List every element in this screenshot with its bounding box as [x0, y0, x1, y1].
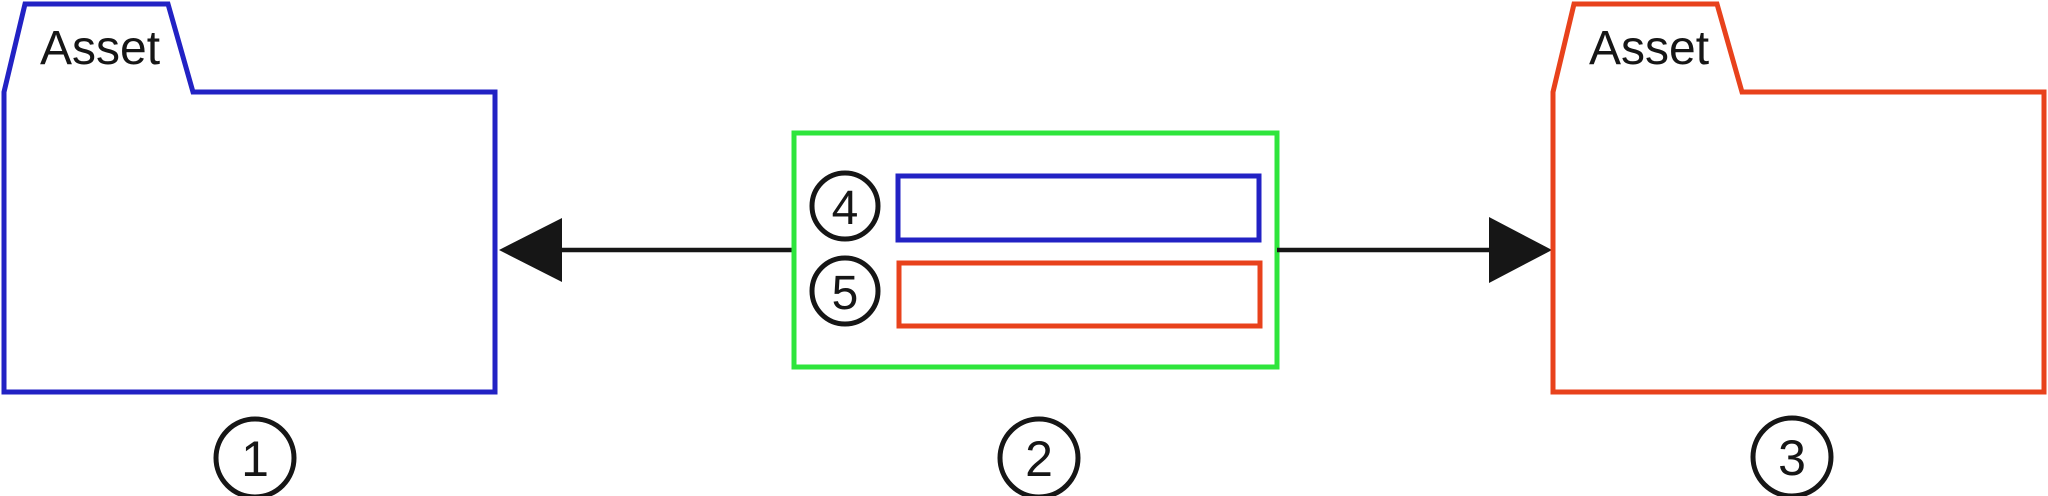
- badge-2-number: 2: [1025, 431, 1053, 487]
- mapping-row-blue: 4: [809, 170, 1262, 243]
- badge-1: 1: [213, 416, 297, 496]
- left-arrowhead-icon: [499, 218, 562, 282]
- badge-5-number: 5: [832, 267, 859, 320]
- badge-3-number: 3: [1778, 430, 1806, 486]
- left-folder-label: Asset: [40, 22, 160, 75]
- red-folder-icon: [1550, 1, 2047, 395]
- badge-4-number: 4: [832, 182, 859, 235]
- right-folder-label: Asset: [1589, 22, 1709, 75]
- left-asset-folder: Asset: [1, 1, 498, 395]
- blue-mapping-row-box: [895, 173, 1262, 243]
- badge-1-number: 1: [241, 431, 269, 487]
- red-mapping-row-box: [896, 260, 1263, 329]
- badge-2: 2: [997, 416, 1081, 496]
- badge-4-circle: [809, 170, 881, 242]
- badge-3: 3: [1750, 415, 1834, 496]
- mapping-box: 4 5: [791, 130, 1280, 370]
- mapping-row-red: 5: [809, 255, 1263, 329]
- badge-3-circle: [1750, 415, 1834, 496]
- mapping-box-border: [791, 130, 1280, 370]
- right-arrowhead-icon: [1489, 217, 1552, 283]
- badge-5-circle: [809, 255, 881, 327]
- right-arrow: [1277, 217, 1552, 283]
- badge-1-circle: [213, 416, 297, 496]
- left-arrow: [499, 218, 794, 282]
- right-asset-folder: Asset: [1550, 1, 2047, 395]
- badge-2-circle: [997, 416, 1081, 496]
- blue-folder-icon: [1, 1, 498, 395]
